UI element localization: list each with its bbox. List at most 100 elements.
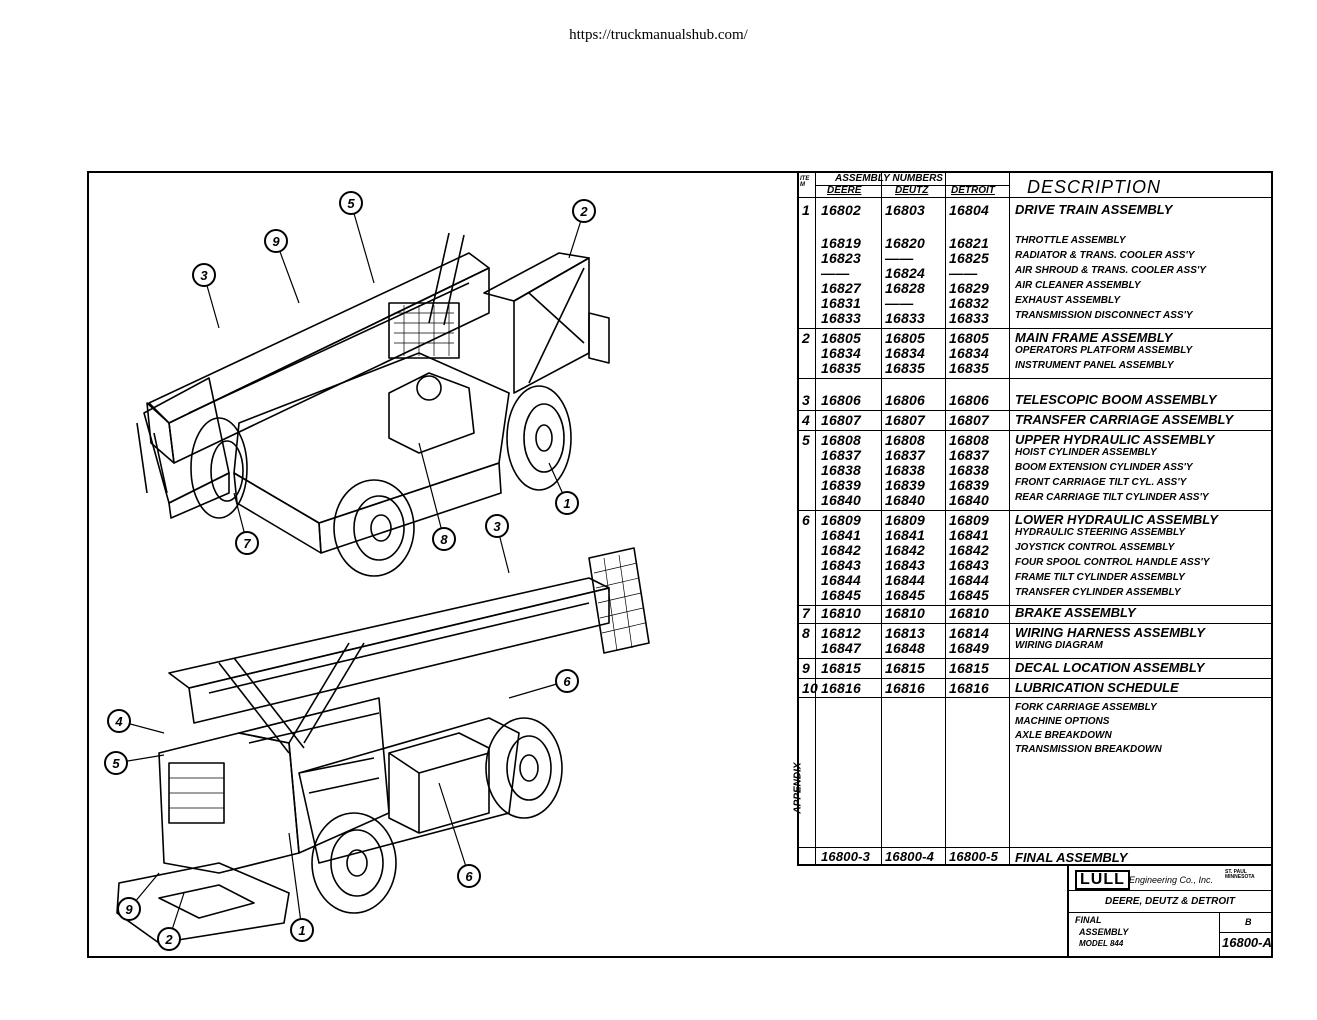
- row-deere-number: 16827: [821, 280, 861, 296]
- row-sub-description: HOIST CYLINDER ASSEMBLY: [1015, 447, 1157, 458]
- callout-8-upper: [418, 442, 456, 551]
- final-description: FINAL ASSEMBLY: [1015, 850, 1128, 865]
- row-sub-description: AIR CLEANER ASSEMBLY: [1015, 280, 1141, 291]
- row-detroit-number: 16833: [949, 310, 989, 326]
- row-sub-description: JOYSTICK CONTROL ASSEMBLY: [1015, 542, 1175, 553]
- appendix-item: MACHINE OPTIONS: [1015, 716, 1110, 727]
- row-item-number: 1: [802, 202, 810, 218]
- row-detroit-number: 16844: [949, 572, 989, 588]
- final-deere: 16800-3: [821, 849, 871, 864]
- row-deere-number: 16847: [821, 640, 861, 656]
- row-detroit-number: 16807: [949, 412, 989, 428]
- row-detroit-number: 16832: [949, 295, 989, 311]
- callout-1-upper: [548, 462, 579, 515]
- drawing-title-line-2: ASSEMBLY: [1079, 927, 1129, 937]
- row-deere-number: 16837: [821, 447, 861, 463]
- row-detroit-number: 16845: [949, 587, 989, 603]
- row-deere-number: 16823: [821, 250, 861, 266]
- row-deutz-number: 16842: [885, 542, 925, 558]
- row-sub-description: HYDRAULIC STEERING ASSEMBLY: [1015, 527, 1186, 538]
- appendix-item: TRANSMISSION BREAKDOWN: [1015, 744, 1162, 755]
- row-item-number: 5: [802, 432, 810, 448]
- final-detroit: 16800-5: [949, 849, 999, 864]
- svg-text:8: 8: [440, 532, 448, 547]
- row-main-description: LOWER HYDRAULIC ASSEMBLY: [1015, 512, 1218, 527]
- row-deere-number: 16809: [821, 512, 861, 528]
- row-detroit-number: 16840: [949, 492, 989, 508]
- row-detroit-number: 16821: [949, 235, 989, 251]
- row-main-description: DECAL LOCATION ASSEMBLY: [1015, 660, 1205, 675]
- row-sub-description: TRANSFER CYLINDER ASSEMBLY: [1015, 587, 1181, 598]
- svg-text:1: 1: [563, 496, 570, 511]
- row-detroit-number: 16809: [949, 512, 989, 528]
- row-deere-number: 16845: [821, 587, 861, 603]
- row-deere-number: 16831: [821, 295, 861, 311]
- row-detroit-number: 16810: [949, 605, 989, 621]
- svg-text:6: 6: [563, 674, 571, 689]
- row-deere-number: 16834: [821, 345, 861, 361]
- row-detroit-number: 16838: [949, 462, 989, 478]
- row-main-description: DRIVE TRAIN ASSEMBLY: [1015, 202, 1173, 217]
- svg-text:5: 5: [112, 756, 120, 771]
- svg-text:3: 3: [493, 519, 501, 534]
- svg-text:3: 3: [200, 268, 208, 283]
- row-deutz-number: 16803: [885, 202, 925, 218]
- row-deere-number: 16835: [821, 360, 861, 376]
- row-item-number: 6: [802, 512, 810, 528]
- row-deutz-number: ——: [885, 250, 914, 266]
- row-detroit-number: 16834: [949, 345, 989, 361]
- row-main-description: UPPER HYDRAULIC ASSEMBLY: [1015, 432, 1215, 447]
- col-deere-header: DEERE: [827, 185, 862, 196]
- final-deutz: 16800-4: [885, 849, 935, 864]
- drawing-number: 16800-A: [1222, 935, 1272, 950]
- row-deutz-number: 16843: [885, 557, 925, 573]
- callout-2-upper: [568, 199, 596, 259]
- callout-6-lower-right: [508, 669, 579, 699]
- row-detroit-number: 16841: [949, 527, 989, 543]
- row-sub-description: FOUR SPOOL CONTROL HANDLE ASS'Y: [1015, 557, 1210, 568]
- upper-machine-drawing: [136, 232, 610, 577]
- row-sub-description: EXHAUST ASSEMBLY: [1015, 295, 1121, 306]
- row-deere-number: 16840: [821, 492, 861, 508]
- row-sub-description: THROTTLE ASSEMBLY: [1015, 235, 1126, 246]
- row-deutz-number: 16841: [885, 527, 925, 543]
- row-deutz-number: 16808: [885, 432, 925, 448]
- row-deere-number: 16833: [821, 310, 861, 326]
- row-deere-number: 16839: [821, 477, 861, 493]
- row-deere-number: 16838: [821, 462, 861, 478]
- model-number: MODEL 844: [1079, 939, 1124, 948]
- row-sub-description: TRANSMISSION DISCONNECT ASS'Y: [1015, 310, 1193, 321]
- row-main-description: WIRING HARNESS ASSEMBLY: [1015, 625, 1205, 640]
- callout-7-upper: [233, 492, 259, 555]
- row-detroit-number: 16825: [949, 250, 989, 266]
- row-deutz-number: 16833: [885, 310, 925, 326]
- row-deutz-number: 16828: [885, 280, 925, 296]
- assembly-numbers-header: ASSEMBLY NUMBERS: [835, 173, 943, 184]
- row-main-description: LUBRICATION SCHEDULE: [1015, 680, 1179, 695]
- assembly-table: ITEM ASSEMBLY NUMBERS DEERE DEUTZ DETROI…: [792, 173, 1271, 866]
- row-sub-description: INSTRUMENT PANEL ASSEMBLY: [1015, 360, 1174, 371]
- appendix-label: APPENDIX: [792, 762, 804, 814]
- row-sub-description: FRONT CARRIAGE TILT CYL. ASS'Y: [1015, 477, 1187, 488]
- svg-text:6: 6: [465, 869, 473, 884]
- row-sub-description: FRAME TILT CYLINDER ASSEMBLY: [1015, 572, 1185, 583]
- svg-text:2: 2: [164, 932, 173, 947]
- row-detroit-number: 16814: [949, 625, 989, 641]
- row-deutz-number: 16813: [885, 625, 925, 641]
- row-detroit-number: 16804: [949, 202, 989, 218]
- svg-text:7: 7: [243, 536, 251, 551]
- row-deere-number: 16819: [821, 235, 861, 251]
- row-deutz-number: 16845: [885, 587, 925, 603]
- callout-5-lower: [104, 751, 165, 775]
- row-deere-number: 16812: [821, 625, 861, 641]
- callout-9-upper: [264, 229, 300, 304]
- machine-illustration: 1 2 3 5 7 8 9 3 4 5 6 6 1 9 2: [104, 191, 650, 951]
- row-deutz-number: 16848: [885, 640, 925, 656]
- row-deere-number: 16842: [821, 542, 861, 558]
- svg-text:5: 5: [347, 196, 355, 211]
- row-detroit-number: 16849: [949, 640, 989, 656]
- svg-text:4: 4: [114, 714, 123, 729]
- row-main-description: MAIN FRAME ASSEMBLY: [1015, 330, 1173, 345]
- row-item-number: 7: [802, 605, 810, 621]
- callout-2-lower: [157, 892, 185, 951]
